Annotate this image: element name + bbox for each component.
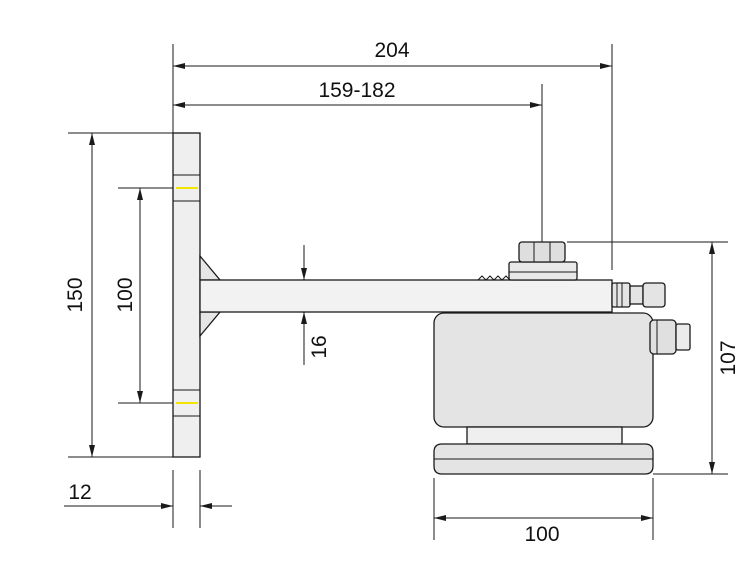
dim-head-height: 107 xyxy=(717,340,740,375)
clamp-bolt xyxy=(508,241,578,281)
extension-lines xyxy=(68,44,728,540)
support-arm xyxy=(199,275,613,313)
dim-adjust-range: 159-182 xyxy=(318,79,395,102)
dim-head-width: 100 xyxy=(524,523,559,546)
dimension-lines xyxy=(64,63,715,521)
dim-flange-thickness: 12 xyxy=(68,481,91,504)
dim-overall-length: 204 xyxy=(374,39,409,62)
side-connector xyxy=(649,319,691,355)
dim-flange-height: 150 xyxy=(64,277,87,312)
air-fitting xyxy=(611,282,666,308)
dim-arm-thickness: 16 xyxy=(308,335,331,358)
measuring-head xyxy=(433,312,654,475)
dimension-labels: 204 159-182 150 100 16 107 12 100 xyxy=(64,39,740,546)
dim-hole-spacing: 100 xyxy=(114,277,137,312)
mounting-flange xyxy=(172,132,201,458)
